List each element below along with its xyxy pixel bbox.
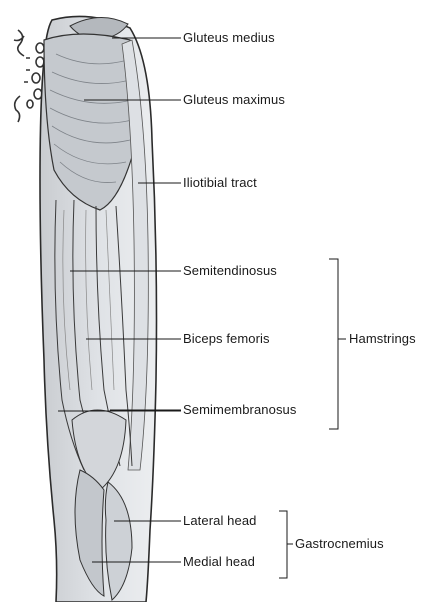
label-lateral-head: Lateral head: [183, 513, 256, 529]
label-semitendinosus: Semitendinosus: [183, 263, 277, 279]
pelvis-sketch: [14, 30, 44, 122]
label-hamstrings: Hamstrings: [349, 331, 416, 347]
label-biceps-femoris: Biceps femoris: [183, 331, 270, 347]
label-gastrocnemius: Gastrocnemius: [295, 536, 384, 552]
label-iliotibial-tract: Iliotibial tract: [183, 175, 257, 191]
label-gluteus-maximus: Gluteus maximus: [183, 92, 285, 108]
label-medial-head: Medial head: [183, 554, 255, 570]
label-gluteus-medius: Gluteus medius: [183, 30, 275, 46]
label-semimembranosus: Semimembranosus: [183, 402, 297, 418]
